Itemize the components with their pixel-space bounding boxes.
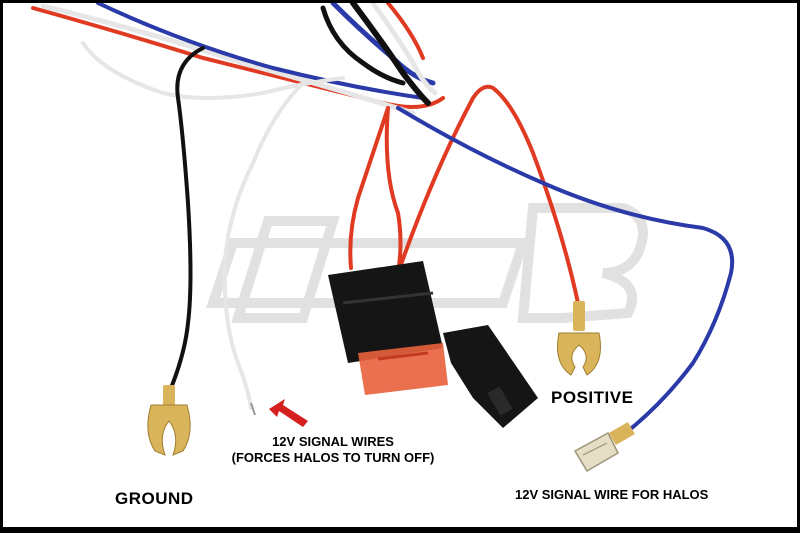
positive-label: POSITIVE: [551, 388, 634, 407]
red-wire: [348, 84, 580, 305]
positive-terminal: [557, 301, 601, 376]
red-arrow-icon: [269, 399, 308, 427]
white-wire-end: [250, 402, 256, 416]
wire-bundle: [31, 3, 445, 410]
signal-wires-label-line2: (FORCES HALOS TO TURN OFF): [231, 450, 435, 465]
signal-wires-label: 12V SIGNAL WIRES (FORCES HALOS TO TURN O…: [208, 434, 458, 466]
ground-label: GROUND: [115, 489, 194, 508]
fuse-holder: [328, 261, 538, 428]
blue-wire: [396, 106, 735, 433]
signal-wires-label-line1: 12V SIGNAL WIRES: [272, 434, 394, 449]
photo-frame: GROUND POSITIVE 12V SIGNAL WIRES (FORCES…: [3, 3, 797, 527]
wiring-harness-photo: [31, 3, 735, 473]
jb-logo-watermark: [206, 203, 648, 323]
halo-signal-label: 12V SIGNAL WIRE FOR HALOS: [515, 487, 709, 502]
ground-terminal: [147, 385, 191, 456]
signal-connector: [573, 421, 635, 473]
